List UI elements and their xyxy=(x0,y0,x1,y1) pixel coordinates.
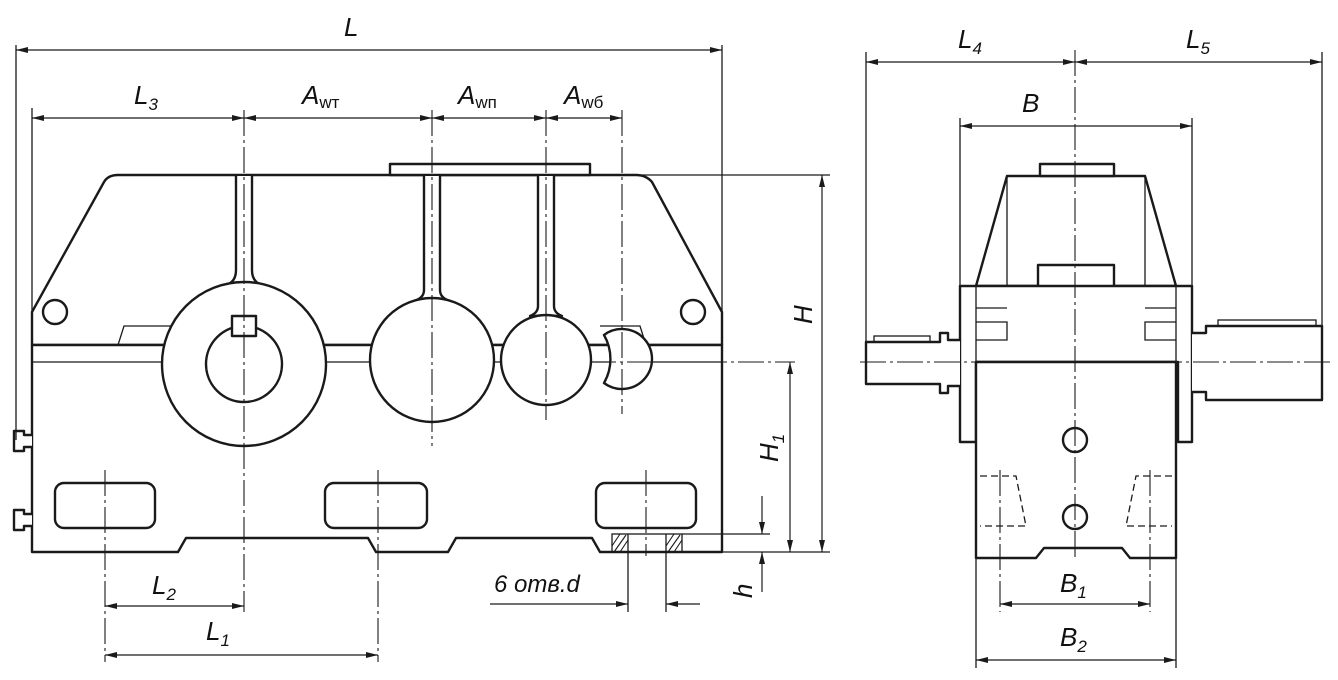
label-B2: B2 xyxy=(1060,622,1087,656)
foundation-hole-section xyxy=(611,533,683,553)
drain-plug-upper xyxy=(12,429,34,453)
label-B: B xyxy=(1022,88,1039,118)
label-H: H xyxy=(788,305,818,324)
side-view: L4 L5 B B1 B2 xyxy=(860,24,1334,668)
label-Awp: Awп xyxy=(456,80,497,112)
label-L3: L3 xyxy=(134,80,158,114)
side-flange-inner-left xyxy=(975,286,1008,362)
label-B1: B1 xyxy=(1060,568,1087,602)
label-L4: L4 xyxy=(958,24,982,58)
side-housing-outline xyxy=(974,360,1178,560)
front-top-plate xyxy=(388,162,592,177)
base-pad-middle xyxy=(323,481,429,530)
front-view: L L3 Awт Awп Awб H H1 h L2 L1 6 отв.d xyxy=(12,12,830,662)
lifting-eye-left xyxy=(41,298,69,326)
left-shaft xyxy=(864,331,962,395)
right-shaft-key xyxy=(1217,319,1317,327)
side-top-plate xyxy=(1038,162,1116,178)
right-shaft xyxy=(1190,324,1324,402)
lifting-eye-right xyxy=(679,298,707,326)
label-L2: L2 xyxy=(152,570,176,604)
input-shaft-boss xyxy=(602,327,654,391)
label-L5: L5 xyxy=(1186,24,1210,58)
drain-plug-lower xyxy=(12,508,34,532)
label-L: L xyxy=(344,12,358,42)
label-H1: H1 xyxy=(754,434,788,462)
left-shaft-key xyxy=(873,335,931,343)
label-Awt: Awт xyxy=(300,80,340,112)
label-h: h xyxy=(728,584,758,598)
label-Awb: Awб xyxy=(562,80,604,112)
front-cover-outline xyxy=(30,173,724,347)
label-L1: L1 xyxy=(206,616,230,650)
side-flange-inner-right xyxy=(1144,286,1177,362)
label-holes: 6 отв.d xyxy=(494,571,581,598)
side-pocket-right xyxy=(1125,475,1172,527)
side-pocket-left xyxy=(980,475,1027,527)
